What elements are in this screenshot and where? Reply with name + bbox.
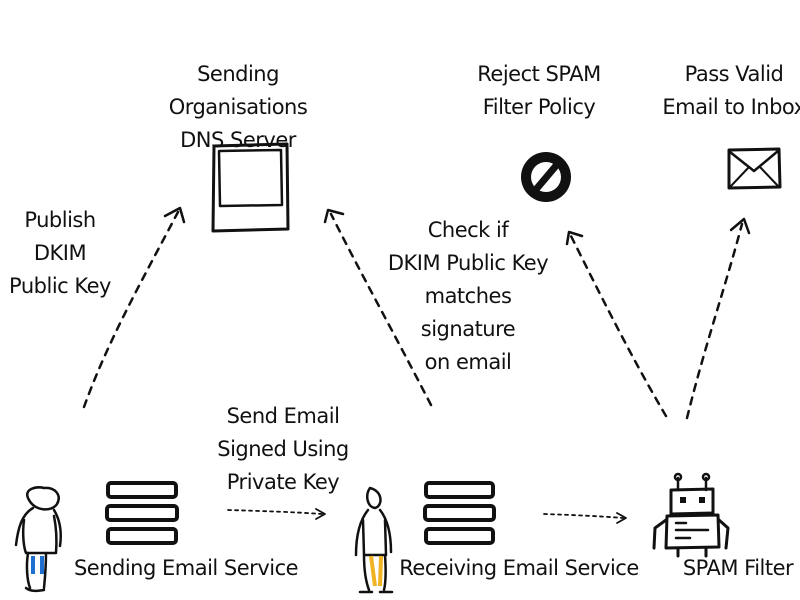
- prohibited-icon: [521, 152, 571, 202]
- pass-arrow: [685, 217, 751, 420]
- check-arrow: [323, 208, 433, 407]
- check-label: Check if DKIM Public Key matches signatu…: [387, 218, 549, 374]
- send-arrow: [227, 508, 326, 520]
- receiving-server-stack-icon: [423, 481, 496, 545]
- robot-icon: [652, 472, 730, 558]
- inbox-label: Pass Valid Email to Inbox: [662, 62, 800, 119]
- forward-arrow: [543, 512, 627, 524]
- dns-server-label: Sending Organisations DNS Server: [168, 62, 308, 152]
- reject-arrow: [565, 230, 668, 418]
- publish-label: Publish DKIM Public Key: [9, 208, 111, 298]
- receiver-person-icon: [354, 486, 394, 594]
- sending-server-stack-icon: [105, 481, 179, 545]
- send-label: Send Email Signed Using Private Key: [217, 404, 349, 494]
- envelope-icon: [727, 147, 782, 190]
- reject-label: Reject SPAM Filter Policy: [477, 62, 601, 119]
- spam-filter-label: SPAM Filter: [682, 556, 794, 580]
- server-box-icon: [211, 142, 290, 233]
- publish-arrow: [82, 206, 186, 409]
- sender-person-icon: [14, 486, 62, 593]
- receiving-service-label: Receiving Email Service: [399, 556, 639, 580]
- sending-service-label: Sending Email Service: [73, 556, 299, 580]
